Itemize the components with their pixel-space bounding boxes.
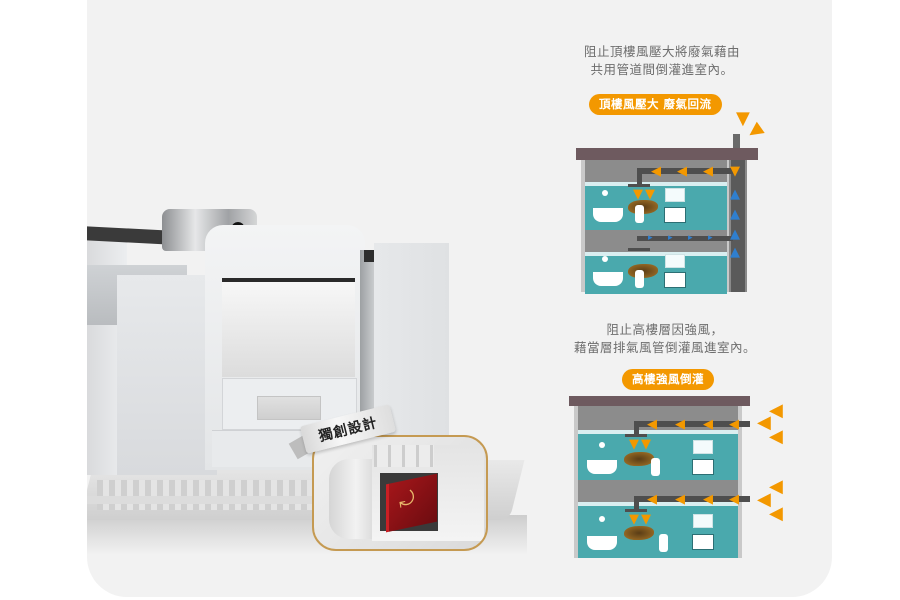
diagram2-pill: 高樓強風倒灌 — [622, 369, 714, 390]
inset-ribs — [374, 445, 434, 467]
building-diagram-2: ◀ ◀ ◀ ◀ ◀ ◀ ◀ ◀ ▼ ▼ ▼ ▼ ◀ ◀ ◀ ◀ ◀ ◀ — [569, 396, 789, 561]
vent-upper — [628, 184, 650, 187]
blue-arrow-icon: ▸ — [668, 233, 673, 243]
orange-arrow-icon: ◀ — [703, 417, 713, 432]
orange-arrow-icon: ▼ — [730, 164, 740, 179]
diagram1-caption-line2: 共用管道間倒灌進室內。 — [590, 62, 734, 77]
exhaust-drop-upper — [637, 168, 642, 186]
orange-arrow-icon: ◀ — [742, 118, 767, 144]
bathtub-icon — [593, 208, 623, 222]
orange-arrow-icon: ◀ — [647, 417, 657, 432]
orange-arrow-icon: ◀ — [729, 492, 739, 507]
diagram1-pill: 頂樓風壓大 廢氣回流 — [589, 94, 722, 115]
sink-cabinet-icon — [664, 272, 686, 288]
diagram2-caption-line1: 阻止高樓層因強風， — [606, 322, 724, 337]
orange-arrow-icon: ◀ — [675, 492, 685, 507]
housing-body — [117, 275, 217, 475]
orange-arrow-icon: ◀ — [675, 417, 685, 432]
lamp-icon — [602, 190, 608, 196]
bathtub-icon — [593, 272, 623, 286]
toilet-icon — [651, 458, 660, 476]
diagram1-caption-line1: 阻止頂樓風壓大將廢氣藉由 — [583, 44, 740, 59]
blue-arrow-icon: ▲ — [730, 227, 740, 242]
vent-lower — [628, 248, 650, 251]
sink-cabinet-icon — [664, 207, 686, 223]
toilet-icon — [635, 205, 644, 223]
bathtub-icon — [587, 460, 617, 474]
vent-upper — [625, 434, 647, 437]
orange-arrow-icon: ▼ — [629, 512, 639, 527]
orange-arrow-icon: ◀ — [757, 489, 771, 510]
orange-arrow-icon: ▼ — [645, 187, 655, 202]
roof-vent — [733, 134, 740, 150]
orange-arrow-icon: ◀ — [677, 164, 687, 179]
lamp-icon — [599, 442, 605, 448]
mirror-icon — [693, 440, 713, 454]
front-window — [222, 278, 355, 377]
blue-arrow-icon: ▸ — [708, 233, 713, 243]
front-slot — [257, 396, 321, 420]
mirror-icon — [665, 188, 685, 202]
orange-arrow-icon: ◀ — [703, 492, 713, 507]
diagram1-caption: 阻止頂樓風壓大將廢氣藉由 共用管道間倒灌進室內。 — [542, 43, 782, 79]
mirror-icon — [665, 254, 685, 268]
toilet-icon — [659, 534, 668, 552]
toilet-icon — [635, 270, 644, 288]
roof — [576, 148, 758, 160]
orange-arrow-icon: ◀ — [703, 164, 713, 179]
roof — [569, 396, 750, 406]
room-upper — [585, 182, 727, 230]
diagram2-caption: 阻止高樓層因強風， 藉當層排氣風管倒灌風進室內。 — [545, 321, 785, 357]
ceiling-space-2 — [585, 230, 727, 252]
blue-arrow-icon: ▸ — [648, 233, 653, 243]
diagram2-caption-line2: 藉當層排氣風管倒灌風進室內。 — [573, 340, 756, 355]
orange-arrow-icon: ◀ — [757, 412, 771, 433]
orange-arrow-icon: ▼ — [633, 187, 643, 202]
product-illustration: ⤸ 獨創設計 — [87, 0, 547, 597]
content-card: ⤸ 獨創設計 阻止頂樓風壓大將廢氣藉由 共用管道間倒灌進室內。 頂樓風壓大 廢氣… — [87, 0, 832, 597]
vent-lower — [625, 509, 647, 512]
blue-arrow-icon: ▲ — [730, 245, 740, 260]
bathtub-icon — [587, 536, 617, 550]
lamp-icon — [602, 256, 608, 262]
orange-arrow-icon: ◀ — [729, 417, 739, 432]
exhaust-drop-lower — [634, 496, 639, 510]
blue-arrow-icon: ▸ — [688, 233, 693, 243]
orange-arrow-icon: ◀ — [769, 400, 783, 421]
blue-arrow-icon: ▲ — [730, 187, 740, 202]
orange-arrow-icon: ◀ — [769, 476, 783, 497]
mirror-icon — [693, 514, 713, 528]
orange-arrow-icon: ◀ — [651, 164, 661, 179]
damper-detail-inset: ⤸ — [312, 435, 488, 551]
odor-cloud-icon — [624, 452, 654, 466]
shared-shaft — [729, 160, 747, 292]
exhaust-drop-upper — [634, 421, 639, 435]
odor-cloud-icon — [624, 526, 654, 540]
exhaust-duct-upper — [637, 168, 733, 174]
orange-arrow-icon: ▼ — [629, 437, 639, 452]
base-rail — [87, 496, 487, 504]
exhaust-duct-upper — [634, 421, 750, 427]
orange-arrow-icon: ▼ — [641, 437, 651, 452]
orange-arrow-icon: ▼ — [736, 108, 750, 129]
sink-cabinet-icon — [692, 459, 714, 475]
orange-arrow-icon: ◀ — [647, 492, 657, 507]
exhaust-duct-lower — [634, 496, 750, 502]
orange-arrow-icon: ◀ — [769, 426, 783, 447]
orange-arrow-icon: ▼ — [641, 512, 651, 527]
building-diagram-1: ▼ ◀ ◀ ◀ ◀ ▼ ▼ ▼ ▲ ▲ ▲ ▲ ▸ ▸ ▸ ▸ — [573, 110, 793, 300]
sink-cabinet-icon — [692, 534, 714, 550]
exhaust-duct-lower — [637, 236, 733, 241]
blue-arrow-icon: ▲ — [730, 207, 740, 222]
orange-arrow-icon: ◀ — [769, 503, 783, 524]
lamp-icon — [599, 516, 605, 522]
